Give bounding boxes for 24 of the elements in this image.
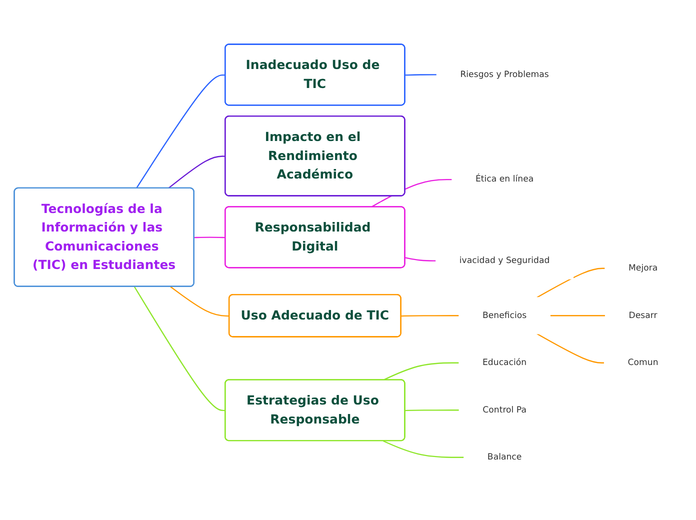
node-text: Educación: [482, 357, 527, 368]
connector: [405, 74, 437, 76]
connector: [405, 257, 436, 262]
connector: [550, 315, 606, 316]
connector: [383, 362, 460, 381]
node-text: Balance: [487, 452, 522, 462]
node-text: Control Pa: [482, 404, 526, 415]
node-text: Desarr: [628, 310, 658, 320]
node-text: Ética en línea: [475, 174, 534, 184]
connector: [405, 410, 460, 412]
connector: [134, 286, 226, 412]
node-text: Comun: [628, 357, 658, 368]
connector: [194, 236, 226, 238]
connector: [136, 74, 226, 189]
connector: [170, 286, 230, 317]
node-text: Beneficios: [482, 310, 527, 320]
node-text: Mejora: [628, 262, 658, 273]
connector: [401, 315, 460, 317]
connector: [168, 156, 226, 189]
connector: [536, 268, 606, 298]
node-text: ivacidad y Seguridad: [459, 255, 550, 266]
connector: [383, 440, 464, 458]
node-text: Riesgos y Problemas: [460, 69, 549, 80]
connector: [536, 333, 604, 364]
